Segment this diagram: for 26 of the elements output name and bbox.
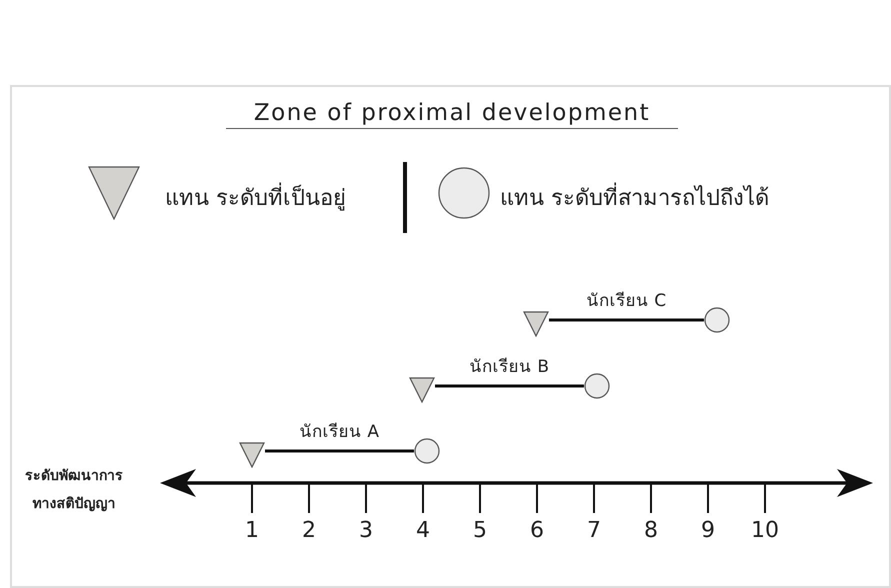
tick-label: 6 xyxy=(529,518,545,543)
tick-label: 9 xyxy=(700,518,716,543)
edge-label: นักเรียน A xyxy=(298,421,381,444)
tick-label: 1 xyxy=(244,518,260,543)
edge-label: นักเรียน B xyxy=(468,356,551,379)
edge-label: นักเรียน C xyxy=(585,290,668,313)
tick-label: 7 xyxy=(586,518,602,543)
level-circle xyxy=(704,307,730,333)
tick-label: 3 xyxy=(358,518,374,543)
level-circle xyxy=(584,373,610,399)
tick-label: 5 xyxy=(472,518,488,543)
level-triangle xyxy=(409,377,435,403)
axis-label: ระดับพัฒนาการทางสติปัญญา xyxy=(24,467,124,514)
level-triangle xyxy=(523,311,549,337)
connector-line xyxy=(435,384,584,388)
level-circle xyxy=(414,438,440,464)
tick-label: 8 xyxy=(643,518,659,543)
legend-text: แทน ระดับที่สามารถไปถึงได้ xyxy=(500,180,769,215)
legend-text: แทน ระดับที่เป็นอยู่ xyxy=(165,180,346,215)
title: Zone of proximal development xyxy=(226,100,678,129)
tick-label: 10 xyxy=(750,518,780,543)
tick-label: 2 xyxy=(301,518,317,543)
connector-line xyxy=(265,450,414,452)
level-triangle xyxy=(239,442,265,468)
tick-label: 4 xyxy=(415,518,431,543)
connector-line xyxy=(549,318,704,322)
